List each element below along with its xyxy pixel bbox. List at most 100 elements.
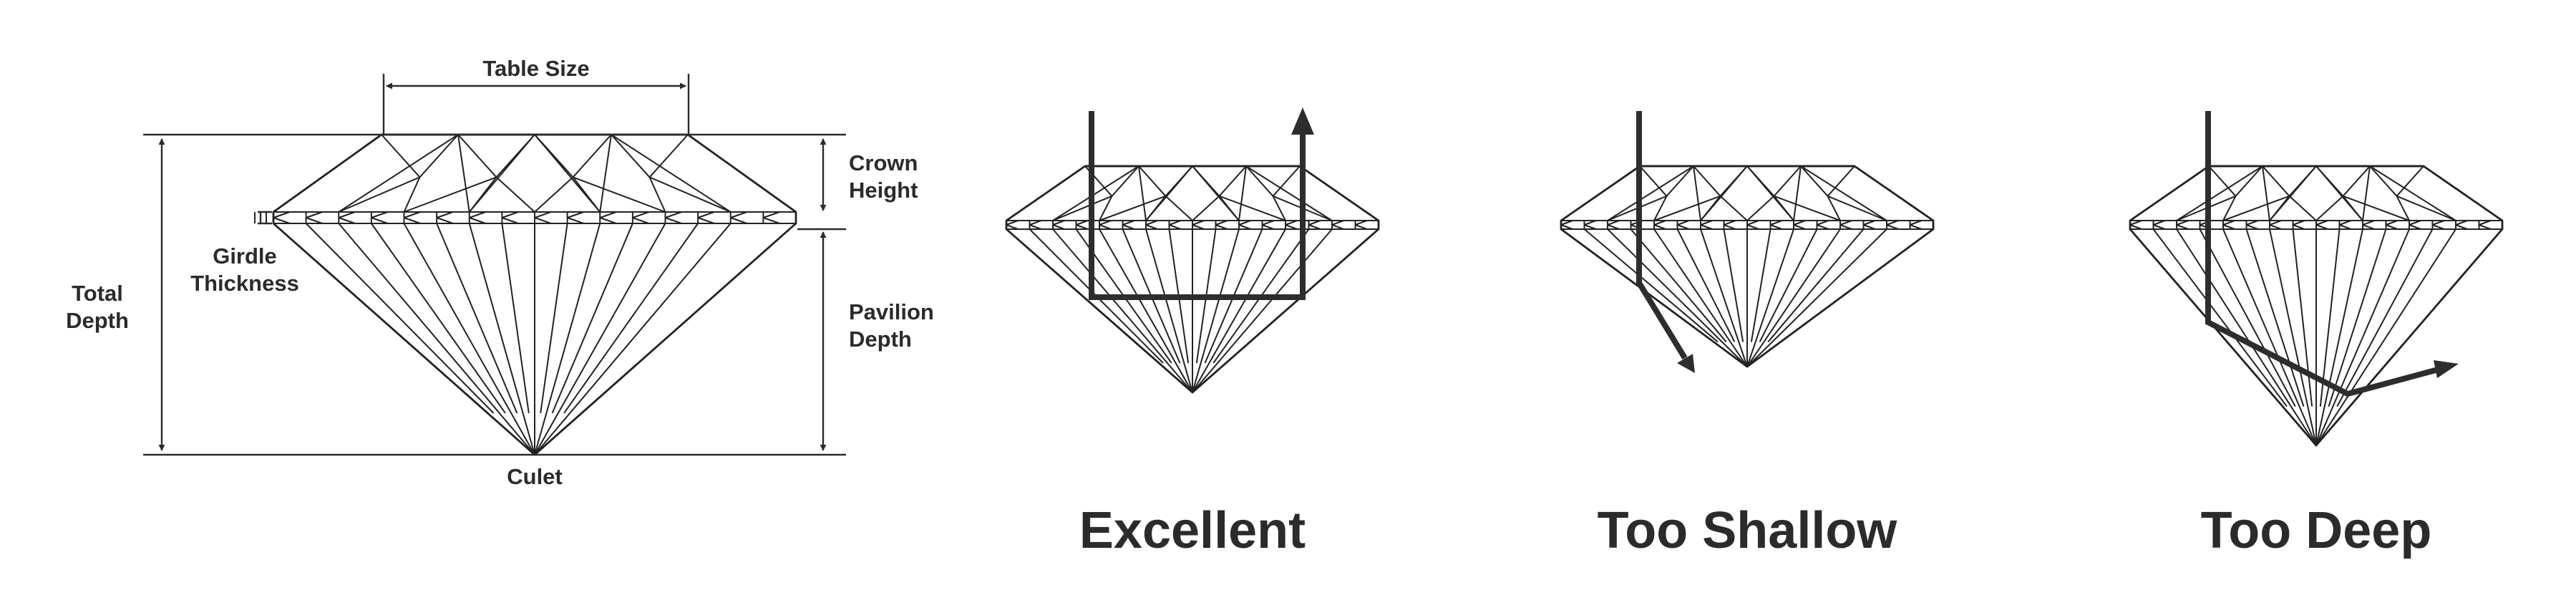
too-shallow-cut: Too Shallow bbox=[1560, 111, 1935, 559]
pavilion-main-facet bbox=[1746, 228, 1841, 367]
girdle-bead bbox=[665, 211, 682, 218]
crown-bezel-facet bbox=[1299, 165, 1379, 221]
girdle-bead bbox=[2246, 220, 2259, 226]
girdle-bead bbox=[2386, 220, 2398, 226]
pavilion-lower-girdle-facet bbox=[2319, 228, 2341, 407]
crown-bezel-facet bbox=[273, 134, 382, 213]
girdle-bead bbox=[1006, 224, 1019, 230]
crown-kite-facet bbox=[2396, 195, 2456, 221]
girdle-bead bbox=[2479, 220, 2492, 226]
pavilion-lower-girdle-facet bbox=[501, 223, 530, 413]
crown-star-facet bbox=[2396, 165, 2424, 197]
girdle-bead bbox=[1910, 224, 1923, 230]
light-ray-too-deep bbox=[2205, 111, 2442, 397]
crown-bezel-facet bbox=[611, 134, 732, 213]
diamond-profile-too-shallow bbox=[1560, 165, 1935, 368]
crown-upper-girdle-facet bbox=[404, 176, 497, 213]
girdle-bead bbox=[730, 211, 747, 218]
girdle-bead bbox=[2176, 224, 2189, 230]
girdle-bead bbox=[1584, 220, 1597, 226]
girdle-bead bbox=[1006, 220, 1019, 226]
table-size-label: Table Size bbox=[482, 56, 589, 81]
crown-upper-girdle-facet bbox=[2222, 196, 2237, 221]
girdle-thickness-label-line2: Thickness bbox=[190, 271, 299, 296]
pavilion-lower-girdle-facet bbox=[551, 223, 633, 414]
crown-star-facet bbox=[648, 134, 689, 178]
crown-star-facet bbox=[1138, 165, 1167, 197]
girdle-bead bbox=[1793, 220, 1806, 226]
girdle-bead bbox=[1192, 224, 1205, 230]
girdle-bead bbox=[697, 211, 715, 218]
crown-bezel-facet bbox=[2315, 165, 2363, 221]
crown-upper-girdle-facet bbox=[1653, 196, 1668, 221]
girdle-bead bbox=[2432, 224, 2445, 230]
girdle-bead bbox=[1560, 224, 1573, 230]
girdle-bead bbox=[404, 217, 421, 224]
crown-star-facet bbox=[1800, 165, 1829, 197]
girdle-bead bbox=[1215, 220, 1228, 226]
pavilion-main-facet bbox=[1746, 228, 1794, 367]
girdle-bead bbox=[1607, 224, 1620, 230]
girdle-bead bbox=[2222, 220, 2235, 226]
girdle-bead bbox=[632, 211, 650, 218]
pavilion-main-facet bbox=[2315, 228, 2410, 446]
girdle-bead bbox=[2222, 224, 2235, 230]
girdle-bead bbox=[2339, 220, 2352, 226]
girdle-bead bbox=[1308, 220, 1321, 226]
girdle-bead bbox=[1886, 224, 1899, 230]
pavilion-main-facet bbox=[534, 223, 666, 455]
pavilion-main-facet bbox=[468, 223, 535, 455]
crown-star-facet bbox=[1773, 165, 1802, 197]
pavilion-lower-girdle-facet bbox=[2336, 228, 2434, 407]
pavilion-lower-girdle-facet bbox=[436, 223, 518, 414]
girdle-bead bbox=[2362, 220, 2375, 226]
girdle-bead bbox=[2339, 224, 2352, 230]
girdle-bead bbox=[1169, 224, 1182, 230]
crown-bezel-facet bbox=[1693, 165, 1701, 221]
girdle-bead bbox=[1169, 220, 1182, 226]
girdle-bead bbox=[1653, 220, 1666, 226]
girdle-bead bbox=[2129, 224, 2142, 230]
ray-arrowhead-too-deep bbox=[2434, 360, 2459, 378]
crown-bezel-facet bbox=[1052, 165, 1139, 221]
total-depth-label-line2: Depth bbox=[66, 308, 129, 333]
crown-upper-girdle-facet bbox=[1219, 195, 1286, 221]
girdle-bead bbox=[502, 217, 519, 224]
girdle-bead bbox=[1677, 224, 1690, 230]
crown-star-facet bbox=[1666, 165, 1694, 197]
girdle-bead bbox=[2293, 220, 2305, 226]
girdle-bead bbox=[1331, 224, 1344, 230]
pavilion-lower-girdle-facet bbox=[1750, 228, 1771, 342]
girdle-bead bbox=[1029, 220, 1042, 226]
crown-bezel-facet bbox=[1746, 165, 1794, 221]
girdle-bead bbox=[1584, 224, 1597, 230]
pavilion-main-facet bbox=[1653, 228, 1748, 367]
crown-bezel-facet bbox=[1245, 165, 1333, 221]
pavilion-main-facet bbox=[1746, 228, 1887, 367]
girdle-bead bbox=[1607, 220, 1620, 226]
pavilion-lower-girdle-facet bbox=[1630, 228, 1727, 343]
pavilion-lower-girdle-facet bbox=[563, 223, 699, 414]
girdle-bead bbox=[2386, 224, 2398, 230]
crown-bezel-facet bbox=[1560, 165, 1641, 221]
crown-kite-facet bbox=[649, 176, 732, 213]
girdle-bead bbox=[1122, 224, 1135, 230]
girdle-bead bbox=[1262, 220, 1275, 226]
girdle-thickness-label-line1: Girdle bbox=[213, 243, 277, 269]
girdle-bead bbox=[436, 211, 454, 218]
girdle-bead bbox=[697, 217, 715, 224]
light-ray-excellent bbox=[1089, 111, 1306, 300]
crown-upper-girdle-facet bbox=[403, 176, 421, 213]
diamond-profile-main bbox=[254, 133, 797, 456]
crown-upper-girdle-facet bbox=[1099, 196, 1113, 221]
girdle-bead bbox=[1746, 224, 1759, 230]
crown-star-facet bbox=[1639, 165, 1668, 197]
girdle-bead bbox=[338, 217, 356, 224]
girdle-bead bbox=[502, 211, 519, 218]
girdle-bead bbox=[2409, 224, 2421, 230]
crown-bezel-facet bbox=[687, 134, 797, 213]
girdle-bead bbox=[306, 211, 323, 218]
crown-bezel-facet bbox=[1138, 165, 1147, 221]
girdle-bead bbox=[763, 211, 780, 218]
